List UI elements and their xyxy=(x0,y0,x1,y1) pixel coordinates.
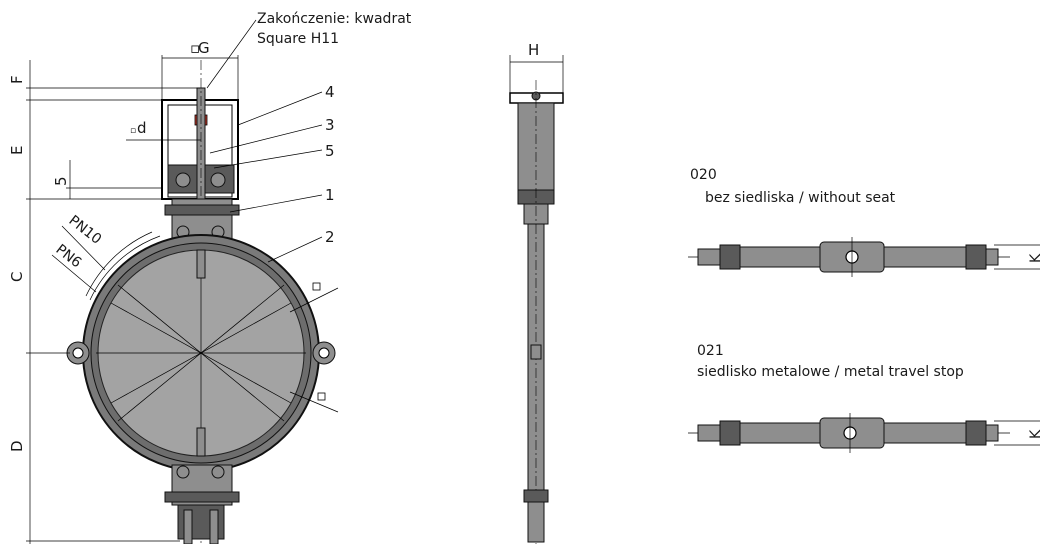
dim-g-label: G xyxy=(198,39,210,57)
callout-4: 4 xyxy=(325,83,335,101)
termination-label: Zakończenie: kwadrat xyxy=(257,11,412,27)
dim-c-label: C xyxy=(8,272,26,282)
dim-5-label: 5 xyxy=(52,176,70,186)
pn6-label: PN6 xyxy=(53,242,85,272)
dim-h-label: H xyxy=(528,41,539,59)
callout-1: 1 xyxy=(325,186,335,204)
dim-f-label: F xyxy=(8,75,26,84)
variant-021-desc: siedlisko metalowe / metal travel stop xyxy=(697,364,964,380)
variant-020-desc: bez siedliska / without seat xyxy=(705,190,896,206)
pn10-label: PN10 xyxy=(66,213,105,248)
front-view xyxy=(26,19,339,544)
callout-2: 2 xyxy=(325,228,335,246)
variant-021-section xyxy=(688,413,1040,453)
dim-g-square-icon: ▫ xyxy=(190,39,200,57)
dim-d-square-icon: ▫ xyxy=(130,126,136,136)
callout-3: 3 xyxy=(325,116,335,134)
dim-k-021-label: K xyxy=(1028,429,1044,439)
dim-d-label: d xyxy=(137,119,147,137)
dim-k-020-label: K xyxy=(1028,253,1044,263)
dim-e-label: E xyxy=(8,146,26,155)
variant-020-section xyxy=(688,237,1040,277)
side-view xyxy=(509,55,564,544)
variant-021-code: 021 xyxy=(697,343,724,359)
variant-020-code: 020 xyxy=(690,167,717,183)
dim-d-vertical-label: D xyxy=(8,440,26,452)
square-h11-label: Square H11 xyxy=(257,31,339,47)
callout-5: 5 xyxy=(325,142,335,160)
